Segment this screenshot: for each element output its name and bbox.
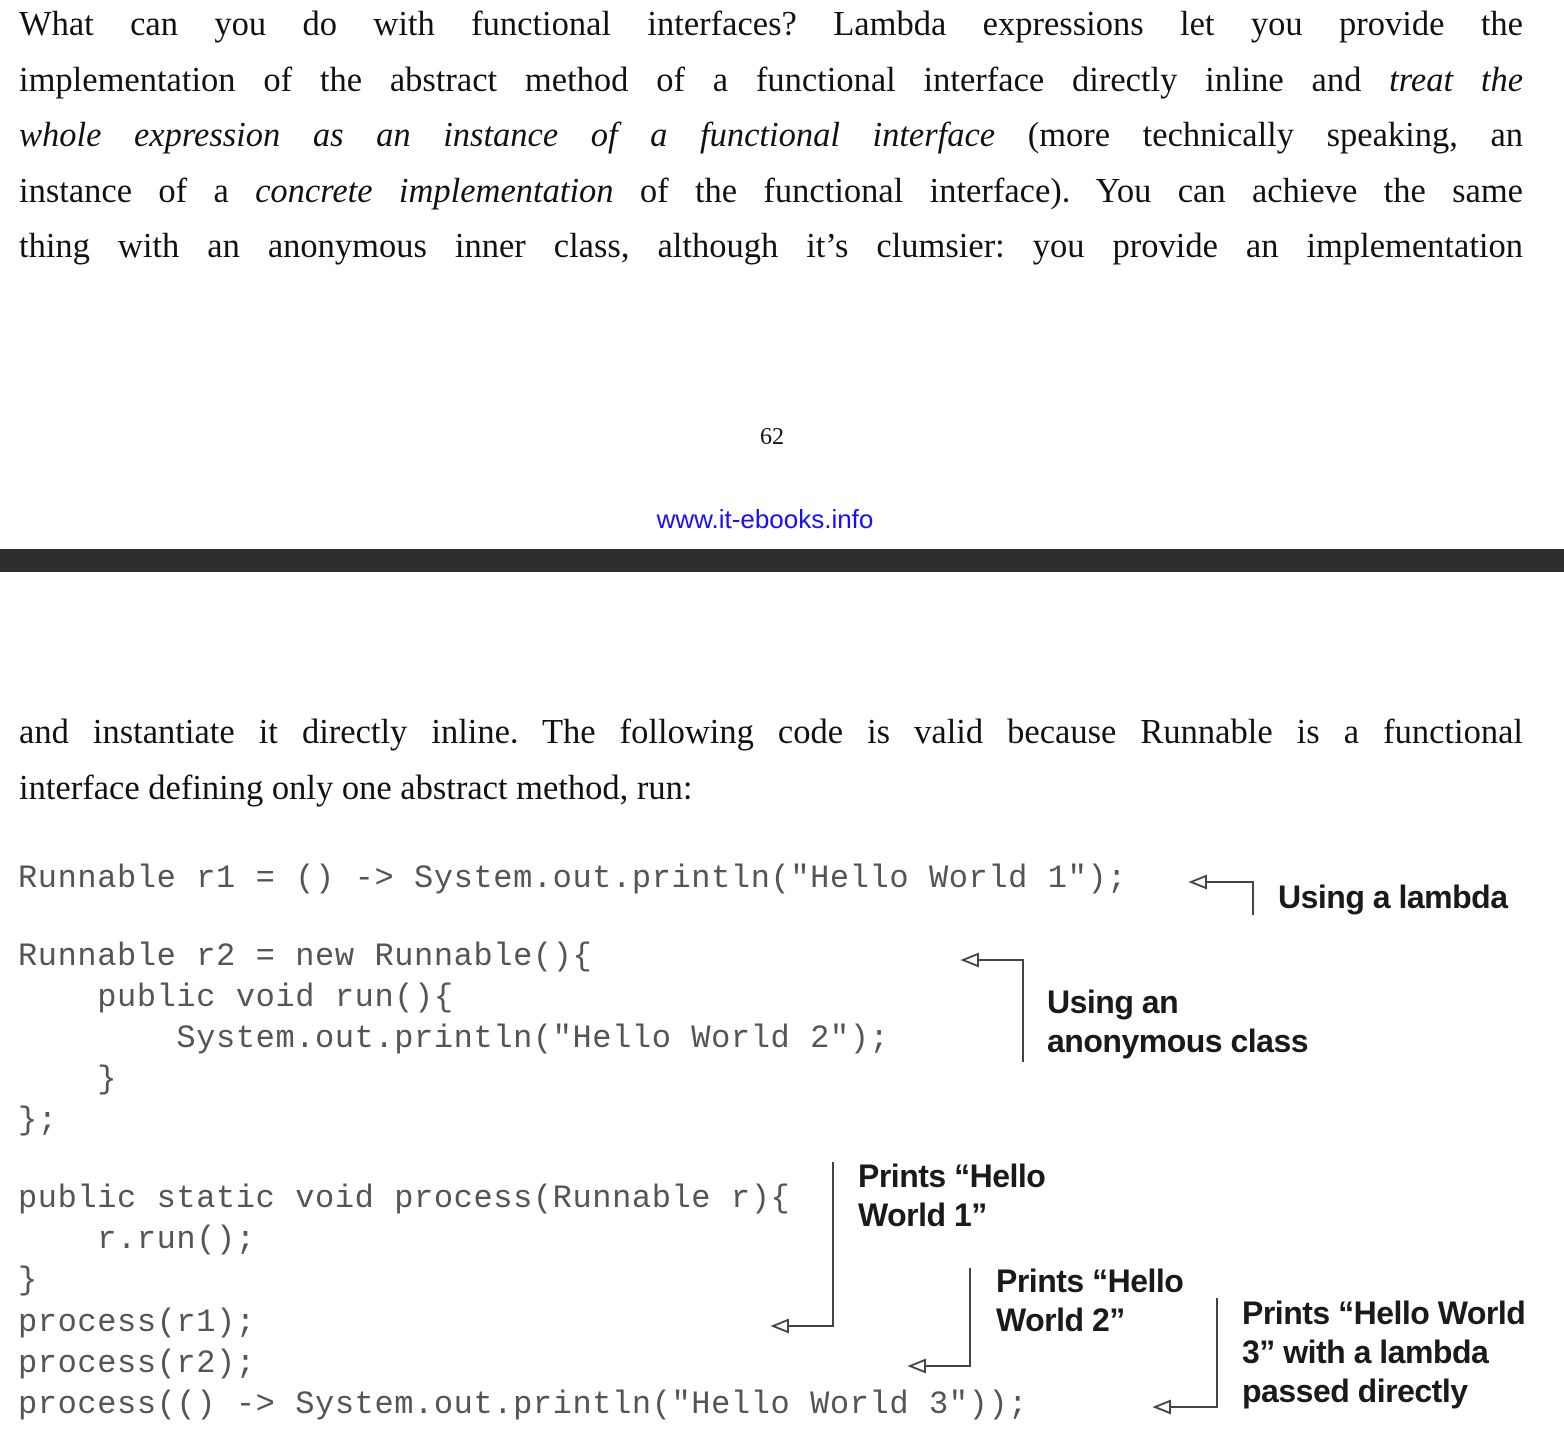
code-line: } [18,1262,38,1299]
annotation-line: passed directly [1242,1373,1468,1409]
website-footer: www.it-ebooks.info [0,504,1530,535]
arrowhead-icon [1188,874,1207,890]
annotation-line: World 2” [996,1302,1125,1338]
annotation-line: Using an [1047,984,1179,1020]
emphasis-text: whole expression as an instance of a fun… [19,116,996,154]
annotation-hello-world-3: Prints “Hello World 3” with a lambda pas… [1242,1294,1526,1411]
arrowhead-icon [960,952,979,968]
annotation-hello-world-1: Prints “Hello World 1” [858,1157,1046,1235]
emphasis-text: treat the [1389,60,1524,99]
code-line: public void run(){ [18,979,454,1016]
arrowhead-icon [770,1318,789,1334]
code-line: process(r2); [18,1345,256,1382]
callout-line-hello3 [1157,1298,1218,1408]
code-line: Runnable r2 = new Runnable(){ [18,938,593,975]
paragraph-line: thing with an anonymous inner class, alt… [19,227,1523,265]
page-number: 62 [760,424,784,450]
annotation-line: 3” with a lambda [1242,1334,1489,1370]
annotation-line: Prints “Hello [858,1158,1046,1194]
annotation-line: Prints “Hello [996,1263,1184,1299]
code-line: }; [18,1102,58,1139]
page-divider [0,549,1564,572]
paragraph-runnable: and instantiate it directly inline. The … [19,705,1523,816]
annotation-line: anonymous class [1047,1023,1309,1059]
paragraph-line: implementation of the abstract method of… [19,60,1524,99]
callout-line-anonymous [965,959,1024,1062]
annotation-anonymous: Using an anonymous class [1047,983,1309,1061]
paragraph-line: interface defining only one abstract met… [19,768,693,807]
code-line: public static void process(Runnable r){ [18,1180,791,1217]
code-line: process(r1); [18,1304,256,1341]
annotation-hello-world-2: Prints “Hello World 2” [996,1262,1184,1340]
arrowhead-icon [1152,1399,1171,1415]
callout-line-hello2 [912,1268,971,1367]
callout-line-hello1 [775,1162,834,1327]
paragraph-line: What can you do with functional interfac… [19,5,1523,43]
annotation-line: Using a lambda [1278,879,1508,915]
paragraph-functional-interfaces: What can you do with functional interfac… [19,0,1523,275]
code-line: } [18,1061,118,1098]
callout-line-lambda [1193,881,1254,915]
paragraph-line: instance of a concrete implementation of… [19,171,1523,210]
code-line: r.run(); [18,1221,256,1258]
website-link[interactable]: www.it-ebooks.info [656,504,874,534]
annotation-line: Prints “Hello World [1242,1295,1526,1331]
paragraph-line: and instantiate it directly inline. The … [19,713,1523,751]
code-line: process(() -> System.out.println("Hello … [18,1386,1028,1423]
arrowhead-icon [907,1358,926,1374]
code-line: System.out.println("Hello World 2"); [18,1020,890,1057]
annotation-line: World 1” [858,1197,987,1233]
emphasis-text: concrete implementation [255,171,614,210]
paragraph-line: whole expression as an instance of a fun… [19,116,1524,154]
code-line: Runnable r1 = () -> System.out.println("… [18,860,1127,897]
annotation-lambda: Using a lambda [1278,878,1508,917]
